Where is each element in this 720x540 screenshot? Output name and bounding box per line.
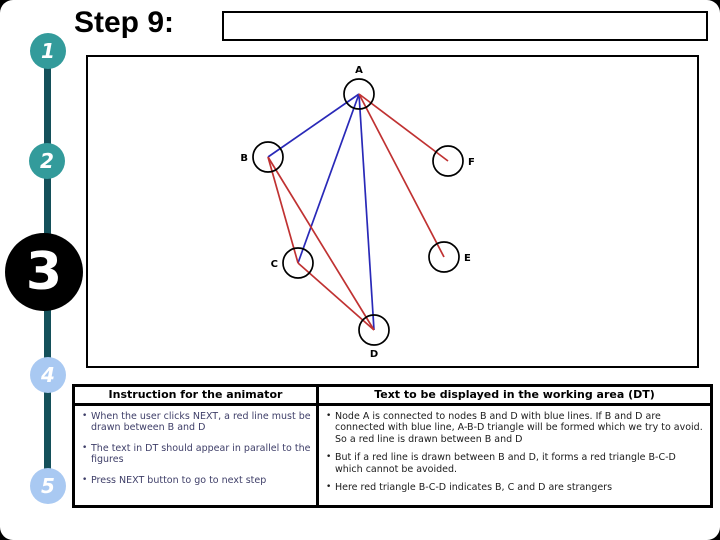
graph-edge-A-E xyxy=(358,93,445,258)
step-badge-label: 3 xyxy=(25,242,63,302)
column-header-dt: Text to be displayed in the working area… xyxy=(319,387,710,406)
graph-svg: A B C D E F xyxy=(240,65,475,360)
page-title: Step 9: xyxy=(74,6,175,39)
column-header-animator: Instruction for the animator xyxy=(75,387,316,406)
node-label-A: A xyxy=(355,65,363,76)
animator-instructions-list: When the user clicks NEXT, a red line mu… xyxy=(75,406,316,495)
graph-edge-A-D xyxy=(358,93,375,331)
bullet-item: But if a red line is drawn between B and… xyxy=(326,452,706,475)
bullet-item: Here red triangle B-C-D indicates B, C a… xyxy=(326,482,706,493)
graph-edge-B-C xyxy=(267,156,299,264)
graph-node-F xyxy=(432,145,464,177)
graph-node-C xyxy=(282,247,314,279)
graph-edge-A-F xyxy=(358,93,449,162)
node-label-F: F xyxy=(468,157,475,168)
graph-node-E xyxy=(428,241,460,273)
step-badge-4: 4 xyxy=(30,357,66,393)
bullet-item: Node A is connected to nodes B and D wit… xyxy=(326,411,706,445)
step-badge-label: 1 xyxy=(41,39,55,63)
bullet-item: The text in DT should appear in parallel… xyxy=(82,443,312,466)
step-badge-3-current: 3 xyxy=(5,233,83,311)
animator-column: Instruction for the animator When the us… xyxy=(75,387,316,505)
graph-edge-A-C xyxy=(297,93,360,264)
graph-node-B xyxy=(252,141,284,173)
step-badge-2: 2 xyxy=(29,143,65,179)
dt-column: Text to be displayed in the working area… xyxy=(316,387,710,505)
graph-node-D xyxy=(358,314,390,346)
bullet-item: Press NEXT button to go to next step xyxy=(82,475,312,486)
node-label-D: D xyxy=(370,349,378,360)
storyboard-table: Instruction for the animator When the us… xyxy=(72,384,713,508)
bullet-item: When the user clicks NEXT, a red line mu… xyxy=(82,411,312,434)
node-label-E: E xyxy=(464,253,471,264)
node-label-B: B xyxy=(240,153,248,164)
dt-text-list: Node A is connected to nodes B and D wit… xyxy=(319,406,710,500)
step-badge-label: 2 xyxy=(40,149,54,173)
node-label-C: C xyxy=(271,259,278,270)
title-placeholder-box[interactable] xyxy=(222,11,708,41)
step-badge-label: 5 xyxy=(41,474,55,498)
graph-edge-A-B xyxy=(267,93,360,158)
step-badge-label: 4 xyxy=(41,363,55,387)
step-badge-1: 1 xyxy=(30,33,66,69)
graph-node-A xyxy=(343,78,375,110)
step-badge-5: 5 xyxy=(30,468,66,504)
diagram-canvas: A B C D E F xyxy=(86,55,699,368)
graph-edge-B-D xyxy=(267,156,375,331)
graph-edge-C-D xyxy=(297,262,375,331)
